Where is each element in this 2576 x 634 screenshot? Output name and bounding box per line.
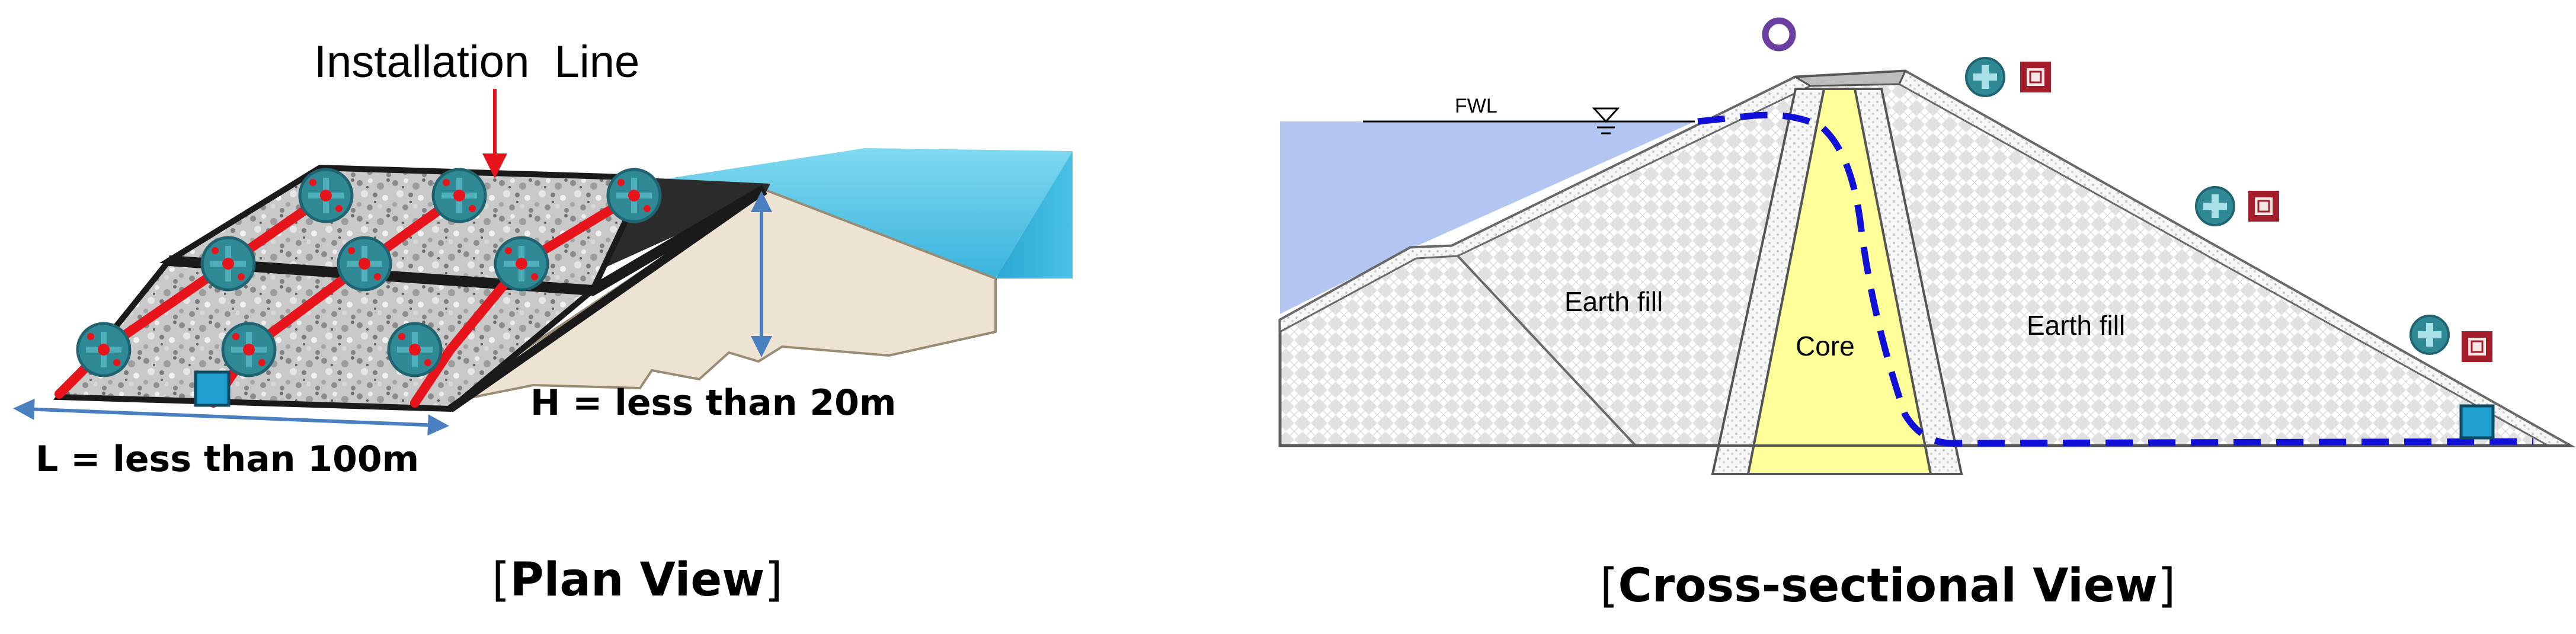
- sensor-node-icon: [78, 324, 130, 376]
- height-label: H = less than 20m: [530, 382, 896, 424]
- cross-section-caption-open: [: [1600, 559, 1618, 613]
- cross-section-caption-close: ]: [2158, 559, 2175, 613]
- water-top: [634, 148, 1073, 278]
- survey-point-icon: [2411, 316, 2449, 354]
- settlement-marker-icon: [2460, 330, 2494, 363]
- sensor-node-icon: [495, 238, 548, 290]
- toe-gauge-square-icon: [2459, 404, 2495, 440]
- phreatic-line: [1697, 111, 2534, 447]
- sensor-node-icon: [338, 238, 391, 290]
- cross-section-view: FWL Earth fill Core Earth fill: [1278, 17, 2576, 613]
- sensor-node-icon: [389, 324, 441, 376]
- fwl-label: FWL: [1455, 95, 1497, 117]
- plan-view-caption-open: [: [492, 553, 510, 607]
- cross-section-caption-title: Cross-sectional View: [1618, 559, 2157, 613]
- installation-line-label: Installation Line: [314, 37, 639, 87]
- embankment-crest: [581, 178, 770, 278]
- sensor-node-icon: [202, 238, 254, 290]
- earth-fill-right-label: Earth fill: [2027, 310, 2125, 341]
- sensor-node-icon: [300, 169, 352, 222]
- cross-section-caption: [Cross-sectional View]: [1600, 559, 2175, 613]
- core-zone: [1746, 88, 1932, 475]
- length-label: L = less than 100m: [36, 438, 419, 480]
- length-dimension-line: [13, 398, 449, 436]
- water-front: [996, 151, 1073, 278]
- reservoir-water: [1280, 121, 1695, 314]
- gauge-square-icon: [194, 370, 231, 407]
- sensor-node-icon: [433, 169, 485, 222]
- sensor-node-icon: [223, 324, 275, 376]
- crest-marker-purple-icon: [1762, 17, 1796, 52]
- settlement-marker-icon: [2019, 60, 2052, 94]
- plan-view-caption-title: Plan View: [510, 553, 764, 607]
- plan-view-caption-close: ]: [764, 553, 782, 607]
- survey-point-icon: [2196, 187, 2234, 225]
- installation-lines: [55, 191, 639, 408]
- embankment-end-face: [443, 188, 997, 404]
- settlement-marker-icon: [2247, 190, 2280, 223]
- water-level-triangle-icon: [1592, 107, 1620, 135]
- earth-fill-left-label: Earth fill: [1564, 286, 1663, 317]
- survey-point-icon: [1966, 58, 2004, 96]
- plan-view-caption: [Plan View]: [492, 553, 783, 607]
- plan-view: Installation Line L = less than 100m H =…: [13, 37, 1073, 607]
- sensor-node-icon: [608, 169, 660, 222]
- core-label: Core: [1796, 331, 1855, 361]
